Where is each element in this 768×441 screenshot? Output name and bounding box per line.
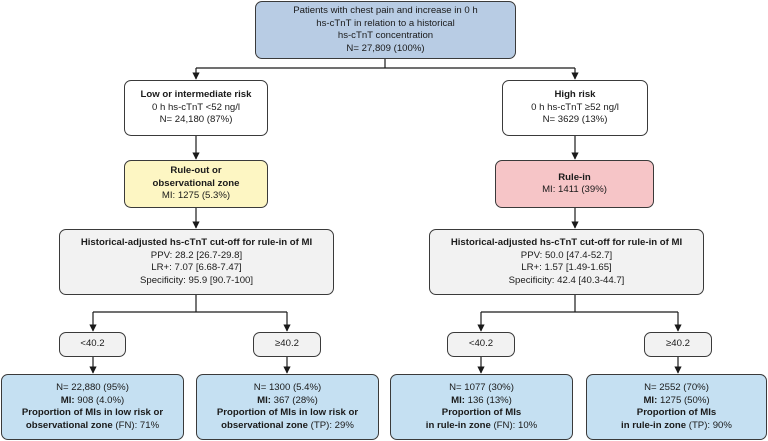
left-out2-mi: MI: 367 (28%) — [257, 394, 318, 406]
left-cutoff-ppv: PPV: 28.2 [26.7-29.8] — [150, 249, 243, 261]
left-lt-threshold-box: <40.2 — [59, 332, 126, 357]
left-out1-prop-1: Proportion of MIs in low risk or — [21, 407, 164, 418]
left-out2-prop-1: Proportion of MIs in low risk or — [216, 407, 359, 418]
rule-in-mi: MI: 1411 (39%) — [542, 184, 607, 195]
right-ge-threshold-box: ≥40.2 — [644, 332, 712, 357]
right-cutoff-specificity: Specificity: 42.4 [40.3-44.7] — [508, 274, 625, 286]
left-out2-n: N= 1300 (5.4%) — [253, 382, 322, 393]
right-out1-mi: MI: 136 (13%) — [451, 394, 512, 406]
right-cutoff-ppv: PPV: 50.0 [47.4-52.7] — [520, 249, 613, 261]
rule-out-title-2: observational zone — [152, 177, 240, 189]
population-line-3: hs-cTnT concentration — [337, 30, 434, 41]
left-cutoff-box: Historical-adjusted hs-cTnT cut-off for … — [59, 229, 334, 295]
low-risk-n: N= 24,180 (87%) — [159, 114, 233, 126]
low-risk-box: Low or intermediate risk 0 h hs-cTnT <52… — [124, 80, 268, 136]
population-n: N= 27,809 (100%) — [346, 42, 425, 54]
left-out1-n: N= 22,880 (95%) — [56, 382, 129, 393]
left-cutoff-specificity: Specificity: 95.9 [90.7-100] — [139, 274, 254, 286]
right-cutoff-title: Historical-adjusted hs-cTnT cut-off for … — [450, 237, 683, 248]
left-out1-prop-2: observational zone (FN): 71% — [25, 419, 160, 431]
low-risk-threshold: 0 h hs-cTnT <52 ng/l — [151, 101, 241, 113]
rule-out-mi: MI: 1275 (5.3%) — [161, 190, 231, 202]
left-outcome-tp-box: N= 1300 (5.4%) MI: 367 (28%) Proportion … — [196, 374, 379, 440]
right-lt-label: <40.2 — [468, 338, 494, 350]
left-cutoff-title: Historical-adjusted hs-cTnT cut-off for … — [80, 237, 313, 248]
low-risk-title: Low or intermediate risk — [140, 89, 252, 101]
right-ge-label: ≥40.2 — [666, 338, 690, 350]
left-ge-label: ≥40.2 — [275, 338, 299, 350]
population-line-2: hs-cTnT in relation to a historical — [316, 17, 455, 29]
right-outcome-fn-box: N= 1077 (30%) MI: 136 (13%) Proportion o… — [390, 374, 573, 440]
right-out2-prop-2: in rule-in zone (TP): 90% — [621, 419, 732, 431]
right-outcome-tp-box: N= 2552 (70%) MI: 1275 (50%) Proportion … — [586, 374, 767, 440]
right-lt-threshold-box: <40.2 — [447, 332, 515, 357]
left-lt-label: <40.2 — [80, 338, 105, 350]
left-out1-mi: MI: 908 (4.0%) — [60, 394, 125, 406]
high-risk-threshold: 0 h hs-cTnT ≥52 ng/l — [531, 101, 619, 113]
high-risk-box: High risk 0 h hs-cTnT ≥52 ng/l N= 3629 (… — [502, 80, 648, 136]
right-out1-prop-1: Proportion of MIs — [441, 407, 522, 418]
right-out1-prop-2: in rule-in zone (FN): 10% — [425, 419, 538, 431]
right-out1-n: N= 1077 (30%) — [449, 382, 514, 393]
right-out2-n: N= 2552 (70%) — [644, 382, 709, 393]
rule-out-zone-box: Rule-out or observational zone MI: 1275 … — [124, 160, 268, 208]
right-cutoff-lr: LR+: 1.57 [1.49-1.65] — [521, 262, 612, 273]
high-risk-n: N= 3629 (13%) — [542, 114, 608, 126]
right-cutoff-box: Historical-adjusted hs-cTnT cut-off for … — [429, 229, 704, 295]
high-risk-title: High risk — [554, 89, 596, 101]
population-line-1: Patients with chest pain and increase in… — [293, 5, 478, 16]
rule-out-title-1: Rule-out or — [170, 165, 222, 177]
right-out2-prop-1: Proportion of MIs — [636, 407, 717, 418]
left-outcome-fn-box: N= 22,880 (95%) MI: 908 (4.0%) Proportio… — [1, 374, 184, 440]
population-box: Patients with chest pain and increase in… — [255, 1, 516, 59]
left-ge-threshold-box: ≥40.2 — [253, 332, 321, 357]
left-out2-prop-2: observational zone (TP): 29% — [221, 419, 354, 431]
rule-in-zone-box: Rule-in MI: 1411 (39%) — [495, 160, 654, 208]
right-out2-mi: MI: 1275 (50%) — [643, 394, 710, 406]
left-cutoff-lr: LR+: 7.07 [6.68-7.47] — [151, 262, 242, 273]
rule-in-title: Rule-in — [558, 171, 591, 183]
